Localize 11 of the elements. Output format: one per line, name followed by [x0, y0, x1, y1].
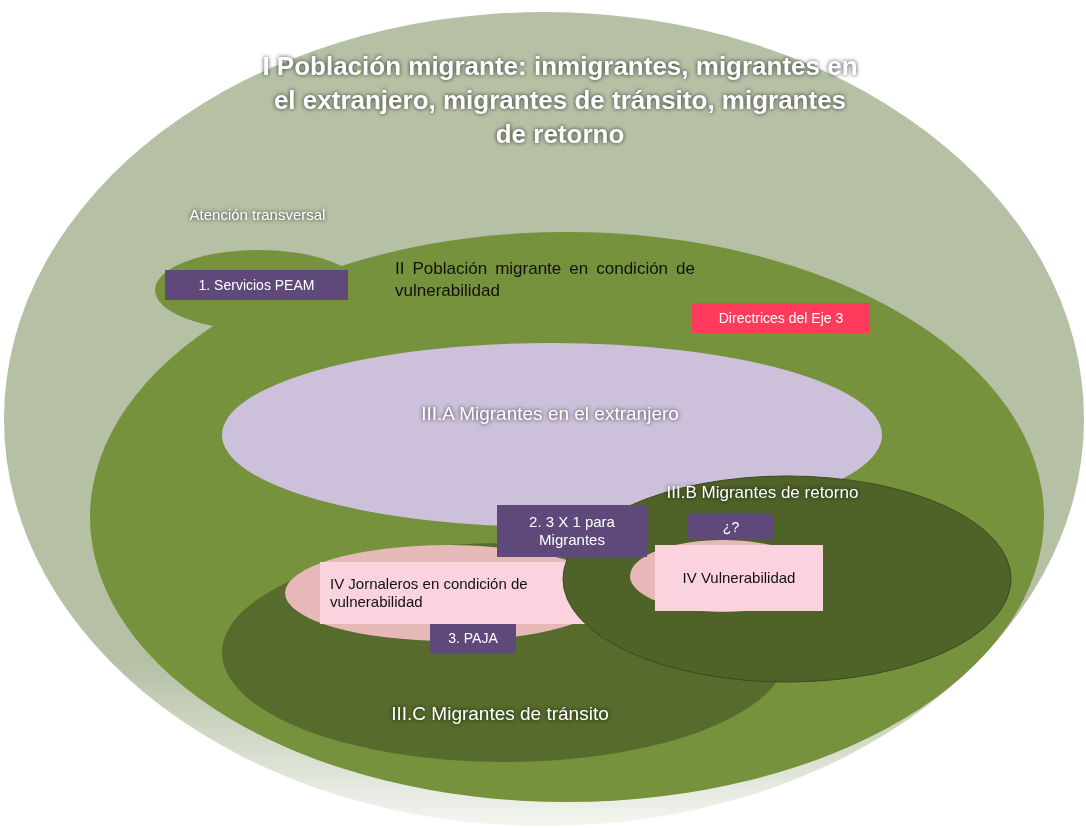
region-heading: II Población migrante en condición de vulnerabilidad: [395, 258, 695, 303]
program-tag: 3. PAJA: [430, 624, 516, 653]
region-heading: III.B Migrantes de retorno: [665, 482, 860, 504]
program-tag: ¿?: [688, 514, 774, 540]
program-tag: 2. 3 X 1 para Migrantes: [497, 505, 647, 557]
region-heading: III.A Migrantes en el extranjero: [420, 402, 680, 426]
region-heading: III.C Migrantes de tránsito: [390, 702, 610, 726]
program-tag: Directrices del Eje 3: [692, 303, 870, 333]
program-tag: 1. Servicios PEAM: [165, 270, 348, 300]
region-heading: Atención transversal: [188, 205, 327, 225]
program-tag: IV Vulnerabilidad: [655, 545, 823, 611]
